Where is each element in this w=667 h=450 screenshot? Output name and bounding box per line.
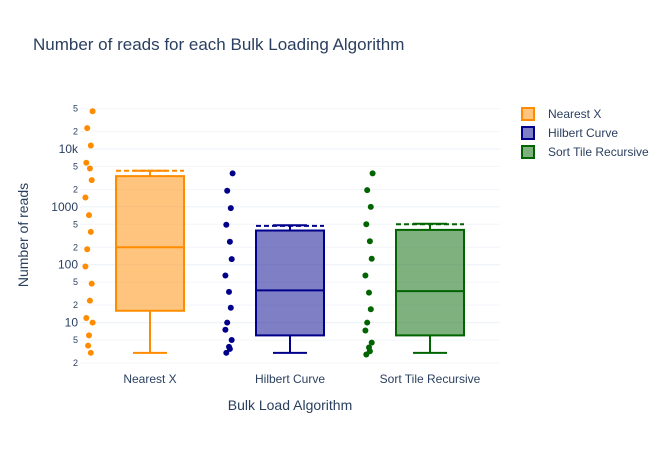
outlier-point bbox=[223, 221, 230, 228]
outlier-point bbox=[87, 228, 94, 235]
x-axis-ticks: Nearest X Hilbert Curve Sort Tile Recursiv… bbox=[123, 372, 480, 386]
y-minor-tick-label: 5 bbox=[73, 104, 78, 114]
legend-swatch bbox=[521, 126, 535, 140]
outlier-point bbox=[224, 187, 231, 194]
outlier-point bbox=[368, 255, 375, 262]
outlier-point bbox=[363, 351, 370, 358]
legend-swatch bbox=[521, 145, 535, 159]
outlier-point bbox=[226, 343, 232, 350]
box-iqr bbox=[395, 228, 465, 337]
outlier-point bbox=[82, 263, 89, 270]
outlier-point bbox=[222, 326, 229, 333]
outlier-point bbox=[362, 327, 369, 334]
box-traces bbox=[82, 108, 465, 358]
outlier-point bbox=[364, 187, 371, 194]
outlier-point bbox=[226, 288, 232, 295]
legend-label: Hilbert Curve bbox=[548, 126, 618, 140]
legend-item[interactable]: Nearest X bbox=[521, 107, 601, 121]
x-axis-title: Bulk Load Algorithm bbox=[228, 397, 353, 413]
legend-item[interactable]: Sort Tile Recursive bbox=[521, 145, 649, 159]
legend-item[interactable]: Hilbert Curve bbox=[521, 126, 618, 140]
outlier-point bbox=[228, 336, 235, 343]
y-minor-tick-label: 2 bbox=[73, 300, 78, 310]
outlier-point bbox=[367, 306, 374, 313]
y-axis-ticks: 2 5 2 5 2 5 2 5 2 5 10 100 1000 10k bbox=[51, 104, 79, 368]
outlier-point bbox=[369, 170, 376, 177]
y-minor-tick-label: 5 bbox=[73, 277, 78, 287]
x-tick-label: Hilbert Curve bbox=[255, 372, 325, 386]
y-axis-title: Number of reads bbox=[15, 183, 31, 287]
y-minor-tick-label: 2 bbox=[73, 242, 78, 252]
legend-swatch bbox=[521, 107, 535, 121]
outlier-point bbox=[366, 238, 373, 245]
x-tick-label: Sort Tile Recursive bbox=[380, 372, 481, 386]
legend-label: Sort Tile Recursive bbox=[548, 145, 649, 159]
outlier-point bbox=[84, 125, 91, 132]
outlier-point bbox=[228, 256, 235, 263]
outlier-point bbox=[366, 344, 372, 351]
outlier-point bbox=[363, 221, 370, 228]
y-minor-tick-label: 2 bbox=[73, 184, 78, 194]
outlier-point bbox=[224, 319, 231, 326]
outlier-point bbox=[366, 289, 372, 296]
outlier-point bbox=[222, 272, 229, 279]
outlier-point bbox=[86, 165, 93, 172]
outlier-point bbox=[367, 203, 374, 210]
outlier-point bbox=[362, 272, 369, 279]
y-major-tick-label: 1000 bbox=[51, 200, 78, 214]
outlier-point bbox=[226, 238, 233, 245]
outlier-point bbox=[229, 170, 236, 177]
outlier-point bbox=[86, 332, 92, 339]
outlier-point bbox=[87, 349, 94, 356]
y-major-tick-label: 10k bbox=[59, 142, 79, 156]
outlier-point bbox=[84, 246, 91, 253]
outlier-point bbox=[88, 177, 95, 184]
outlier-point bbox=[88, 280, 95, 287]
y-minor-tick-label: 5 bbox=[73, 219, 78, 229]
outlier-point bbox=[227, 304, 234, 311]
box-trace[interactable] bbox=[362, 170, 465, 358]
box-iqr bbox=[115, 175, 185, 312]
y-minor-tick-label: 5 bbox=[73, 161, 78, 171]
outlier-point bbox=[368, 339, 375, 346]
outlier-point bbox=[364, 319, 371, 326]
outlier-point bbox=[83, 159, 90, 166]
y-minor-tick-label: 5 bbox=[73, 335, 78, 345]
outlier-point bbox=[86, 212, 92, 219]
legend-label: Nearest X bbox=[548, 107, 601, 121]
chart-title: Number of reads for each Bulk Loading Al… bbox=[33, 35, 404, 54]
outlier-point bbox=[86, 297, 93, 304]
y-minor-tick-label: 2 bbox=[73, 127, 78, 137]
x-tick-label: Nearest X bbox=[123, 372, 176, 386]
outlier-point bbox=[227, 205, 234, 212]
outlier-point bbox=[87, 142, 94, 149]
y-major-tick-label: 10 bbox=[65, 316, 79, 330]
outlier-point bbox=[89, 108, 96, 115]
y-major-tick-label: 100 bbox=[58, 258, 78, 272]
outlier-point bbox=[83, 314, 90, 321]
y-minor-tick-label: 2 bbox=[73, 358, 78, 368]
outlier-point bbox=[223, 349, 230, 356]
outlier-point bbox=[85, 342, 92, 349]
box-trace[interactable] bbox=[222, 170, 325, 356]
outlier-point bbox=[82, 194, 89, 201]
box-trace[interactable] bbox=[82, 108, 185, 356]
box-iqr bbox=[255, 229, 325, 337]
outlier-point bbox=[89, 319, 96, 326]
